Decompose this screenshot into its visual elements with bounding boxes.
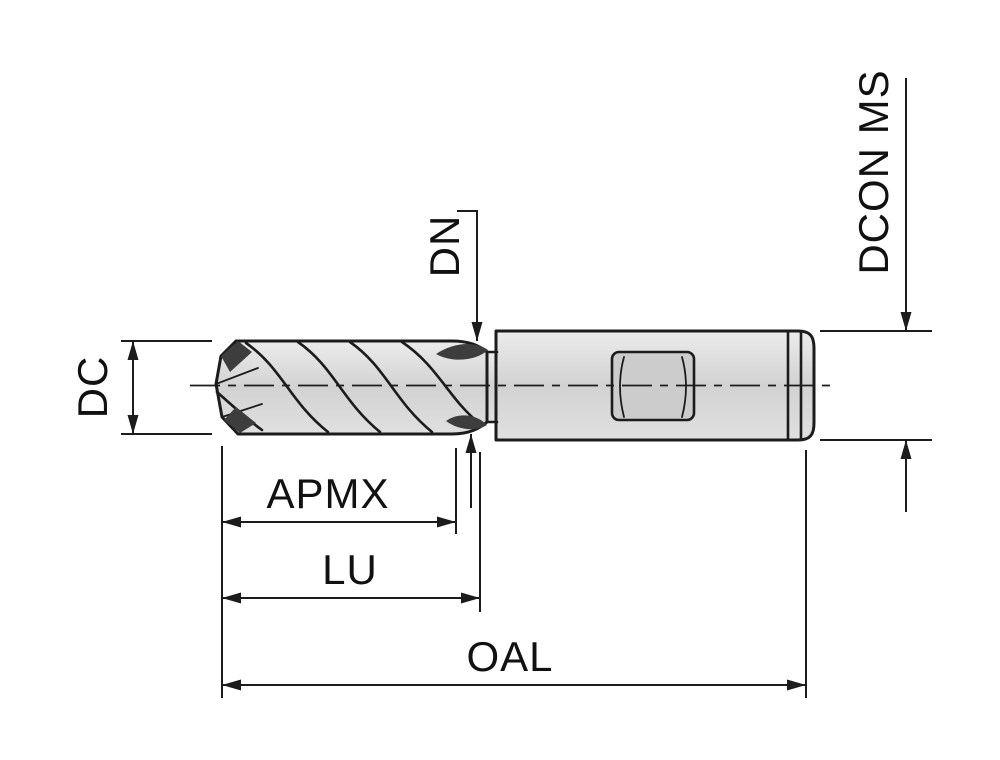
- dn-leader-top: [457, 210, 483, 341]
- end-tooth-line-2: [221, 403, 263, 418]
- dc-dimension: DC: [69, 340, 212, 435]
- apmx-dimension: APMX: [221, 446, 457, 698]
- flute-body: [214, 339, 489, 436]
- lu-label: LU: [322, 546, 378, 593]
- weldon-flat-right-arc: [681, 356, 687, 418]
- end-mill-drawing: [190, 329, 838, 442]
- flute-runout-bottom: [446, 415, 487, 430]
- lu-dimension: LU: [222, 452, 481, 612]
- end-tooth-dark-1: [221, 341, 252, 372]
- apmx-label: APMX: [266, 470, 389, 517]
- dn-label: DN: [421, 215, 468, 278]
- end-tooth-line-1: [215, 367, 259, 385]
- dn-dimension: DN: [421, 210, 483, 508]
- dcon-dimension: DCON MS: [820, 69, 932, 512]
- dc-label: DC: [69, 356, 116, 419]
- oal-dimension: OAL: [222, 450, 807, 698]
- oal-label: OAL: [466, 633, 553, 680]
- flute-runout-top: [436, 344, 488, 360]
- dcon-label: DCON MS: [850, 69, 897, 274]
- end-tooth-dark-2: [224, 407, 256, 433]
- flute-spiral-4: [400, 340, 482, 426]
- weldon-flat-left-arc: [619, 356, 625, 418]
